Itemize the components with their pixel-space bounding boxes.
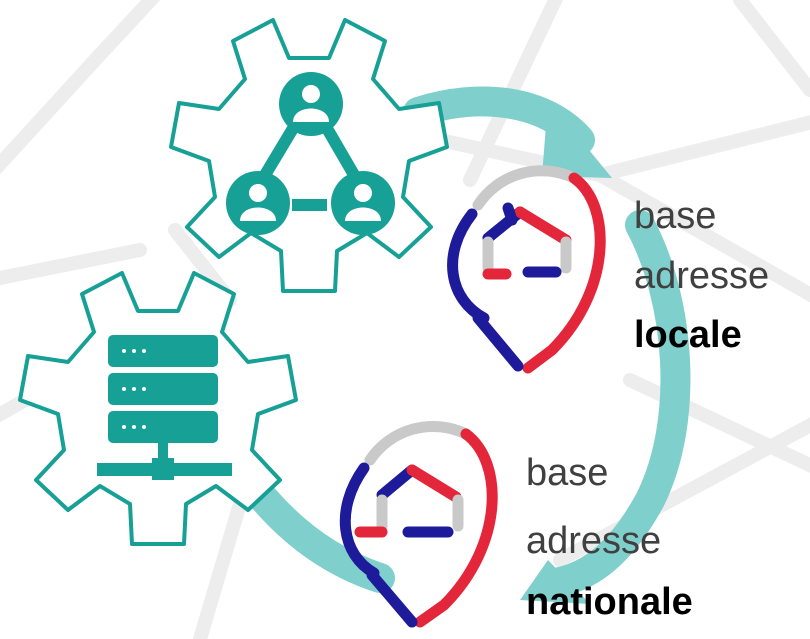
label-national-line1: base: [526, 452, 609, 494]
arrow-right-head: [520, 560, 590, 604]
arrow-top-head: [542, 100, 612, 178]
label-local-bold: locale: [634, 314, 742, 356]
label-national-bold: nationale: [526, 581, 693, 623]
users-gear-outline: [169, 18, 449, 293]
pin-local: [447, 165, 606, 374]
label-local-line1: base: [634, 195, 717, 237]
users-network-icon: [226, 72, 395, 235]
map-pin-house-icon: [482, 202, 572, 280]
pin-national: [339, 421, 498, 628]
map-pin-house-icon: [354, 464, 464, 538]
label-local-line2: adresse: [634, 255, 770, 297]
label-national-line2: adresse: [526, 520, 662, 562]
arrow-local-to-national: [545, 210, 691, 597]
server-network-icon: [97, 335, 232, 480]
server-gear-outline: [18, 271, 298, 546]
users-gear: [169, 18, 449, 293]
label-local-line3: locale: [634, 316, 742, 354]
server-gear: [18, 271, 298, 546]
label-national-line3: nationale: [526, 583, 693, 621]
